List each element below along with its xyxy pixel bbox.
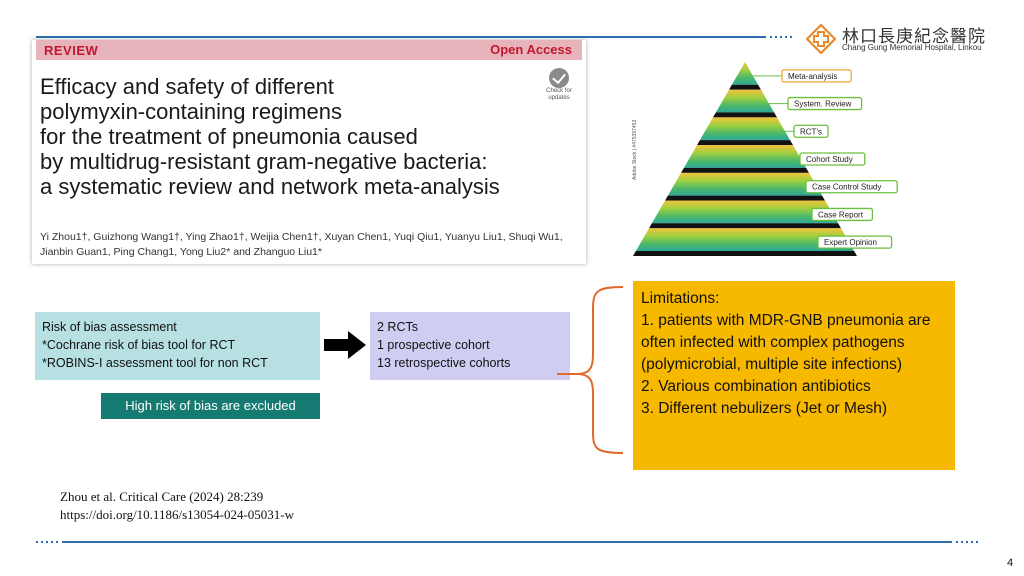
- bias-line: Risk of bias assessment: [42, 320, 177, 334]
- hospital-name-cn: 林口長庚紀念醫院: [842, 27, 986, 47]
- pyramid-tier: [667, 172, 823, 196]
- paper-screenshot: REVIEW Open Access Efficacy and safety o…: [32, 40, 586, 264]
- pyramid-tier: [683, 145, 807, 168]
- pyramid-level-tag: [811, 207, 874, 222]
- footer-dots-left: [36, 541, 58, 543]
- pyramid-separator: [713, 112, 777, 118]
- paper-title: Efficacy and safety of different polymyx…: [40, 74, 565, 199]
- limitations-box: Limitations: 1. patients with MDR-GNB pn…: [633, 281, 955, 470]
- pyramid-tier: [715, 89, 775, 113]
- limitation-item: 2. Various combination antibiotics: [641, 378, 871, 395]
- brace-connector: [557, 286, 624, 454]
- header-dots: [770, 36, 794, 38]
- limitation-item: 3. Different nebulizers (Jet or Mesh): [641, 400, 888, 417]
- citation: Zhou et al. Critical Care (2024) 28:239 …: [60, 488, 294, 524]
- paper-authors: Yi Zhou1†, Guizhong Wang1†, Ying Zhao1†,…: [40, 230, 580, 260]
- pyramid-level-label: Case Report: [818, 210, 864, 219]
- pyramid-level-label: System. Review: [794, 100, 852, 109]
- hospital-logo: 林口長庚紀念醫院 Chang Gung Memorial Hospital, L…: [806, 22, 991, 56]
- arrow-right-icon: [324, 331, 366, 359]
- limitation-item: 1. patients with MDR-GNB pneumonia are o…: [641, 312, 931, 373]
- pyramid-level-tag: [799, 152, 866, 166]
- page-number: 4: [1007, 557, 1014, 569]
- paper-title-line: polymyxin-containing regimens: [40, 99, 343, 124]
- pyramid-tier: [699, 117, 791, 141]
- check-icon: [549, 68, 569, 88]
- citation-doi[interactable]: https://doi.org/10.1186/s13054-024-05031…: [60, 507, 294, 522]
- header-rule: [36, 36, 766, 38]
- pyramid-level-tag: [793, 124, 829, 138]
- limitations-title: Limitations:: [641, 290, 720, 307]
- included-studies-box: 2 RCTs 1 prospective cohort 13 retrospec…: [370, 312, 570, 380]
- paper-title-line: for the treatment of pneumonia caused: [40, 124, 418, 149]
- pyramid-level-label: Case Control Study: [812, 183, 881, 192]
- studies-line: 2 RCTs: [377, 320, 418, 334]
- studies-line: 13 retrospective cohorts: [377, 356, 511, 370]
- bias-line: *Cochrane risk of bias tool for RCT: [42, 338, 236, 352]
- paper-title-line: a systematic review and network meta-ana…: [40, 174, 500, 199]
- pyramid-level-label: Expert Opinion: [824, 238, 877, 247]
- pyramid-separator: [729, 84, 761, 90]
- exclusion-note: High risk of bias are excluded: [101, 393, 320, 419]
- authors-line: Yi Zhou1†, Guizhong Wang1†, Ying Zhao1†,…: [40, 231, 563, 243]
- pyramid-separator: [681, 167, 809, 173]
- pyramid-tier: [651, 200, 839, 224]
- studies-line: 1 prospective cohort: [377, 338, 490, 352]
- check-for-updates-badge: Check for updates: [544, 68, 574, 104]
- pyramid-level-label: Meta-analysis: [788, 72, 837, 81]
- footer-dots-right: [956, 541, 978, 543]
- pyramid-tier: [635, 228, 855, 251]
- review-label: REVIEW: [44, 43, 99, 58]
- pyramid-separator: [649, 223, 841, 229]
- pyramid-level-tag: [805, 180, 898, 194]
- paper-title-line: by multidrug-resistant gram-negative bac…: [40, 149, 488, 174]
- hospital-cross-icon: [806, 24, 836, 54]
- hospital-name-en: Chang Gung Memorial Hospital, Linkou: [842, 43, 982, 52]
- pyramid-separator: [665, 195, 825, 201]
- pyramid-level-label: Cohort Study: [806, 155, 853, 164]
- pyramid-level-tag: [817, 235, 893, 249]
- check-text: updates: [548, 95, 570, 101]
- risk-of-bias-box: Risk of bias assessment *Cochrane risk o…: [35, 312, 320, 380]
- open-access-label: Open Access: [490, 42, 572, 57]
- bias-line: *ROBINS-I assessment tool for non RCT: [42, 356, 268, 370]
- authors-line: Jianbin Guan1, Ping Chang1, Yong Liu2* a…: [40, 246, 322, 258]
- pyramid-level-tag: [787, 96, 863, 111]
- pyramid-separator: [697, 140, 793, 146]
- footer-rule: [62, 541, 952, 543]
- pyramid-level-label: RCT's: [800, 127, 822, 136]
- pyramid-tier: [731, 62, 759, 85]
- pyramid-level-tag: [781, 69, 852, 83]
- stock-credit: Adobe Stock | #475397453: [632, 119, 638, 180]
- pyramid-separator: [633, 251, 857, 256]
- paper-title-line: Efficacy and safety of different: [40, 74, 334, 99]
- citation-journal: Zhou et al. Critical Care (2024) 28:239: [60, 489, 264, 504]
- check-text: Check for: [546, 88, 572, 94]
- paper-header-bar: REVIEW Open Access: [36, 40, 582, 60]
